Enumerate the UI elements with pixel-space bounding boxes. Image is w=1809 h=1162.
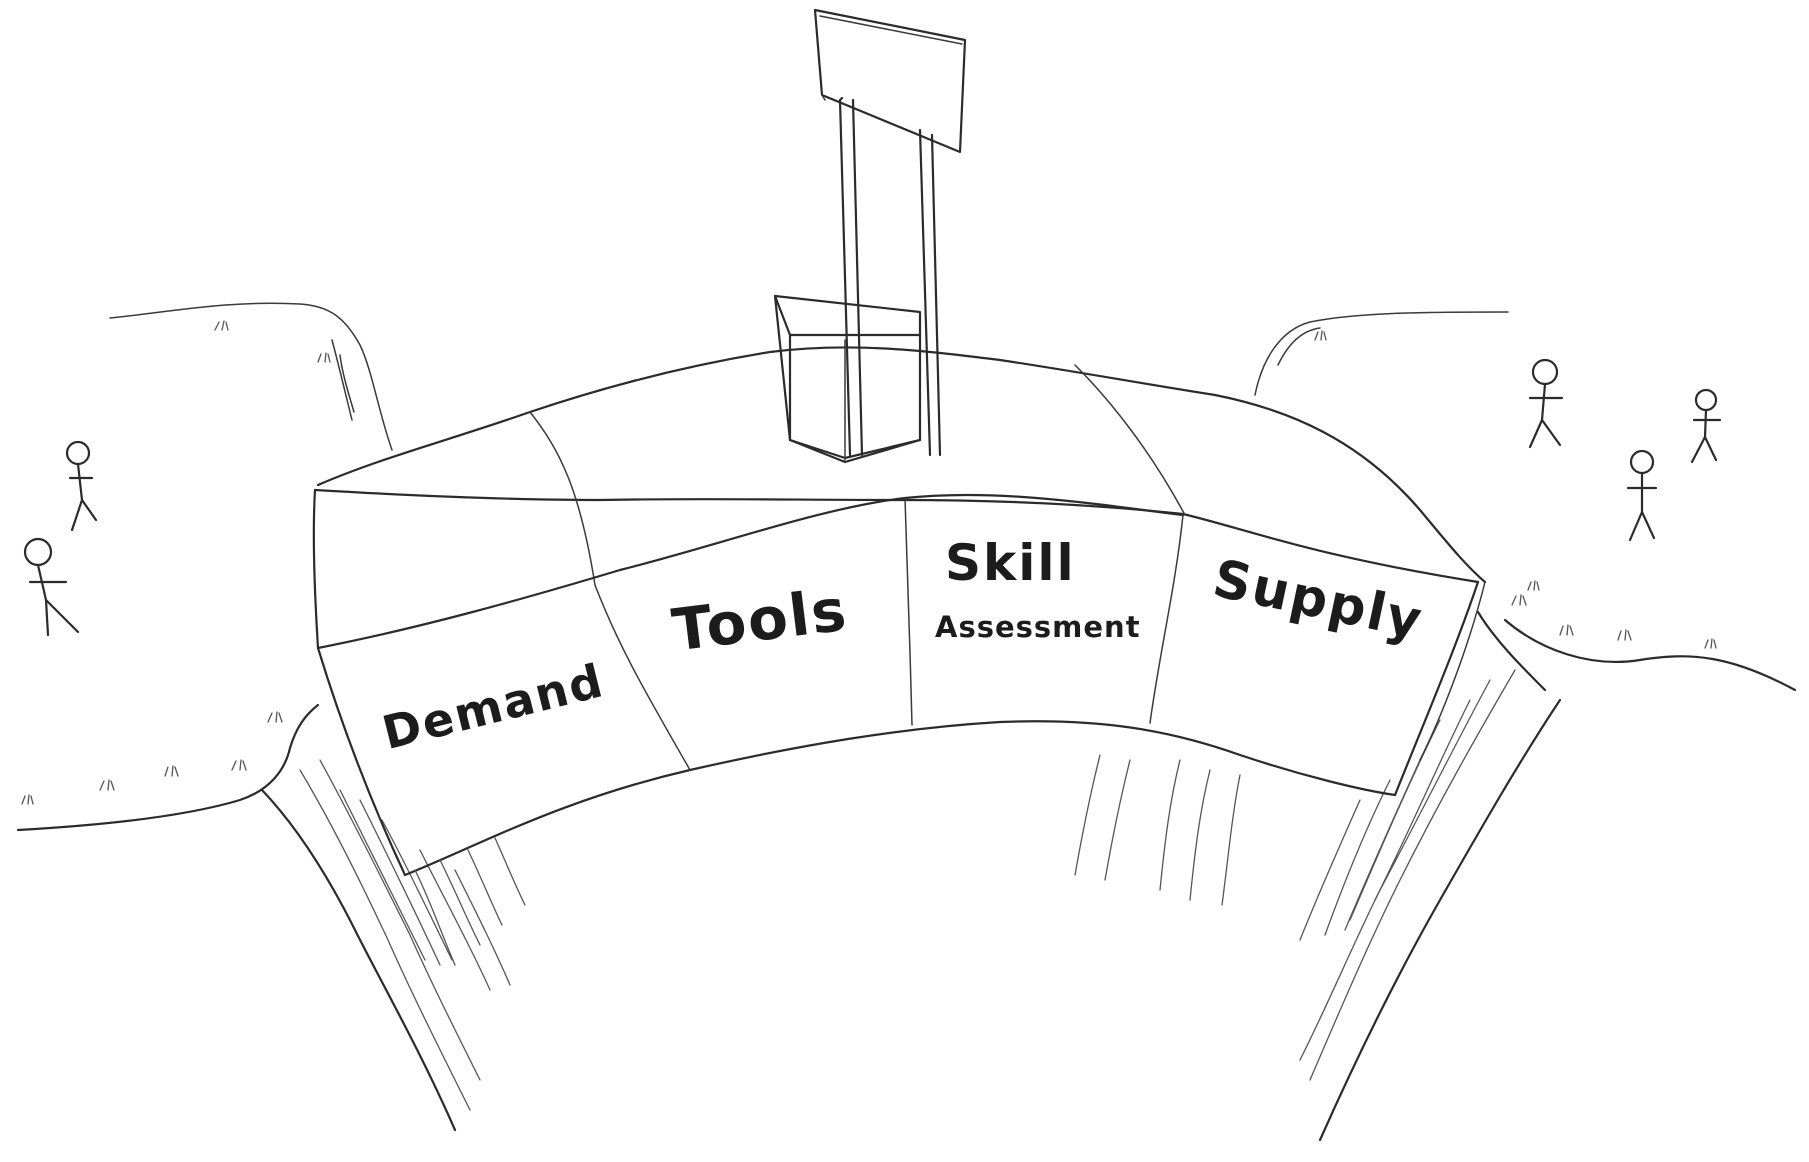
stick-figure-right-1 — [1528, 358, 1564, 449]
stick-figure-right-3 — [1626, 449, 1658, 542]
box — [773, 294, 922, 464]
block-supply-label: Supply — [1208, 549, 1428, 652]
stick-figure-right-2 — [1690, 388, 1722, 464]
block-skill-label: Skill — [945, 534, 1076, 592]
stick-figure-left-2 — [23, 537, 80, 637]
stick-figure-left-1 — [65, 440, 98, 532]
block-tools-label: Tools — [669, 576, 852, 665]
block-skill-sublabel: Assessment — [935, 610, 1141, 644]
bridge — [312, 346, 1487, 966]
signpost — [813, 8, 967, 457]
block-demand-label: Demand — [377, 653, 609, 760]
block-labels: Demand Tools Skill Assessment Supply — [377, 534, 1428, 760]
left-cliff — [16, 302, 511, 1132]
right-cliff — [1074, 311, 1797, 1142]
